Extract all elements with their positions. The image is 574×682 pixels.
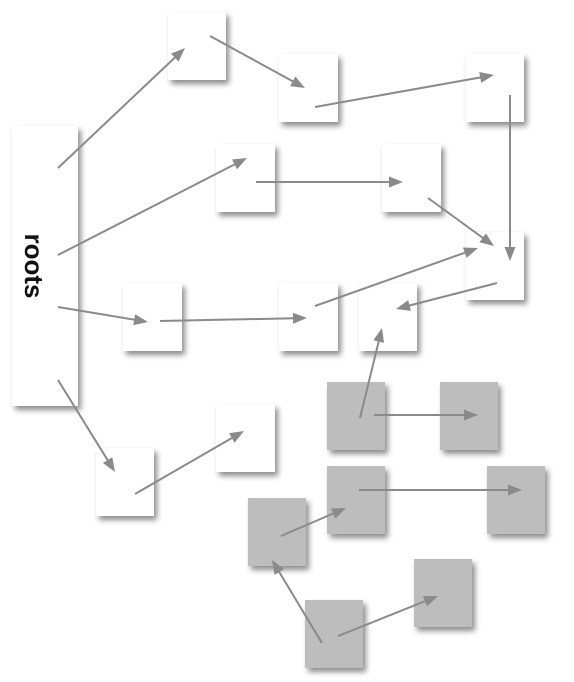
edge-line [159, 317, 296, 322]
reachable-node-n10 [96, 448, 154, 516]
arrowhead-icon [373, 328, 385, 343]
reachable-node-n3 [466, 54, 524, 122]
arrowhead-icon [171, 48, 185, 62]
edge-g6-to-g7 [337, 596, 438, 637]
arrowhead-icon [396, 300, 411, 311]
edge-n2-to-n3 [314, 72, 494, 108]
edge-roots-to-n1 [57, 48, 185, 169]
reachable-node-n4 [216, 144, 275, 212]
edge-n4-to-n5 [256, 176, 403, 188]
arrowhead-icon [464, 409, 478, 421]
reachable-node-n1 [168, 12, 226, 80]
arrowhead-icon [508, 484, 522, 496]
edge-g1-to-n9 [359, 328, 385, 419]
unreachable-node-g5 [248, 498, 306, 566]
reachable-node-n7 [466, 232, 524, 300]
edge-n1-to-n2 [209, 35, 305, 88]
edge-n8-to-n7 [314, 247, 478, 307]
edge-roots-to-n6 [57, 306, 148, 326]
reachable-node-n2 [279, 54, 338, 122]
unreachable-node-g7 [414, 559, 472, 627]
edge-g6-to-g5 [272, 560, 323, 644]
arrowhead-icon [330, 508, 346, 519]
edge-line [314, 76, 483, 108]
arrowhead-icon [292, 312, 307, 324]
edge-line [359, 339, 381, 419]
edge-n10-to-n11 [134, 431, 244, 495]
edge-line [337, 599, 428, 637]
roots-box [12, 126, 78, 406]
reachable-node-n8 [279, 283, 338, 351]
edge-roots-to-n4 [57, 158, 247, 256]
edge-roots-to-n10 [57, 379, 115, 472]
unreachable-node-g4 [487, 466, 545, 534]
reachable-node-n11 [216, 404, 275, 472]
edge-line [427, 197, 485, 240]
unreachable-node-g3 [327, 466, 385, 534]
arrowhead-icon [102, 457, 115, 472]
edge-line [57, 379, 110, 463]
edge-line [134, 436, 235, 495]
edge-line [209, 35, 295, 84]
edge-n6-to-n8 [159, 312, 307, 324]
arrowhead-icon [272, 560, 284, 575]
arrowhead-icon [479, 233, 494, 246]
edge-n5-to-n7 [427, 197, 494, 246]
edge-line [57, 306, 137, 322]
edge-line [57, 162, 237, 256]
edge-g5-to-g3 [280, 508, 346, 537]
edge-n3-to-n7 [504, 95, 516, 261]
roots-label: roots [19, 234, 49, 299]
arrowhead-icon [290, 76, 305, 88]
arrowhead-icon [232, 158, 247, 170]
unreachable-node-g6 [305, 600, 363, 668]
edge-n7-to-n9 [396, 282, 498, 311]
edge-line [57, 55, 177, 169]
edge-line [314, 251, 468, 307]
arrowhead-icon [504, 247, 516, 261]
arrowhead-icon [389, 176, 403, 188]
edge-g1-to-g2 [374, 409, 478, 421]
arrowhead-icon [422, 596, 438, 607]
edge-line [277, 569, 323, 644]
reachable-node-n6 [123, 283, 182, 351]
arrowhead-icon [133, 314, 148, 326]
edge-line [407, 282, 498, 307]
arrowhead-icon [479, 72, 494, 83]
arrowhead-icon [462, 247, 478, 258]
edge-line [280, 511, 336, 537]
arrowhead-icon [229, 431, 244, 443]
edge-g3-to-g4 [359, 484, 522, 496]
reachable-node-n9 [359, 283, 417, 351]
